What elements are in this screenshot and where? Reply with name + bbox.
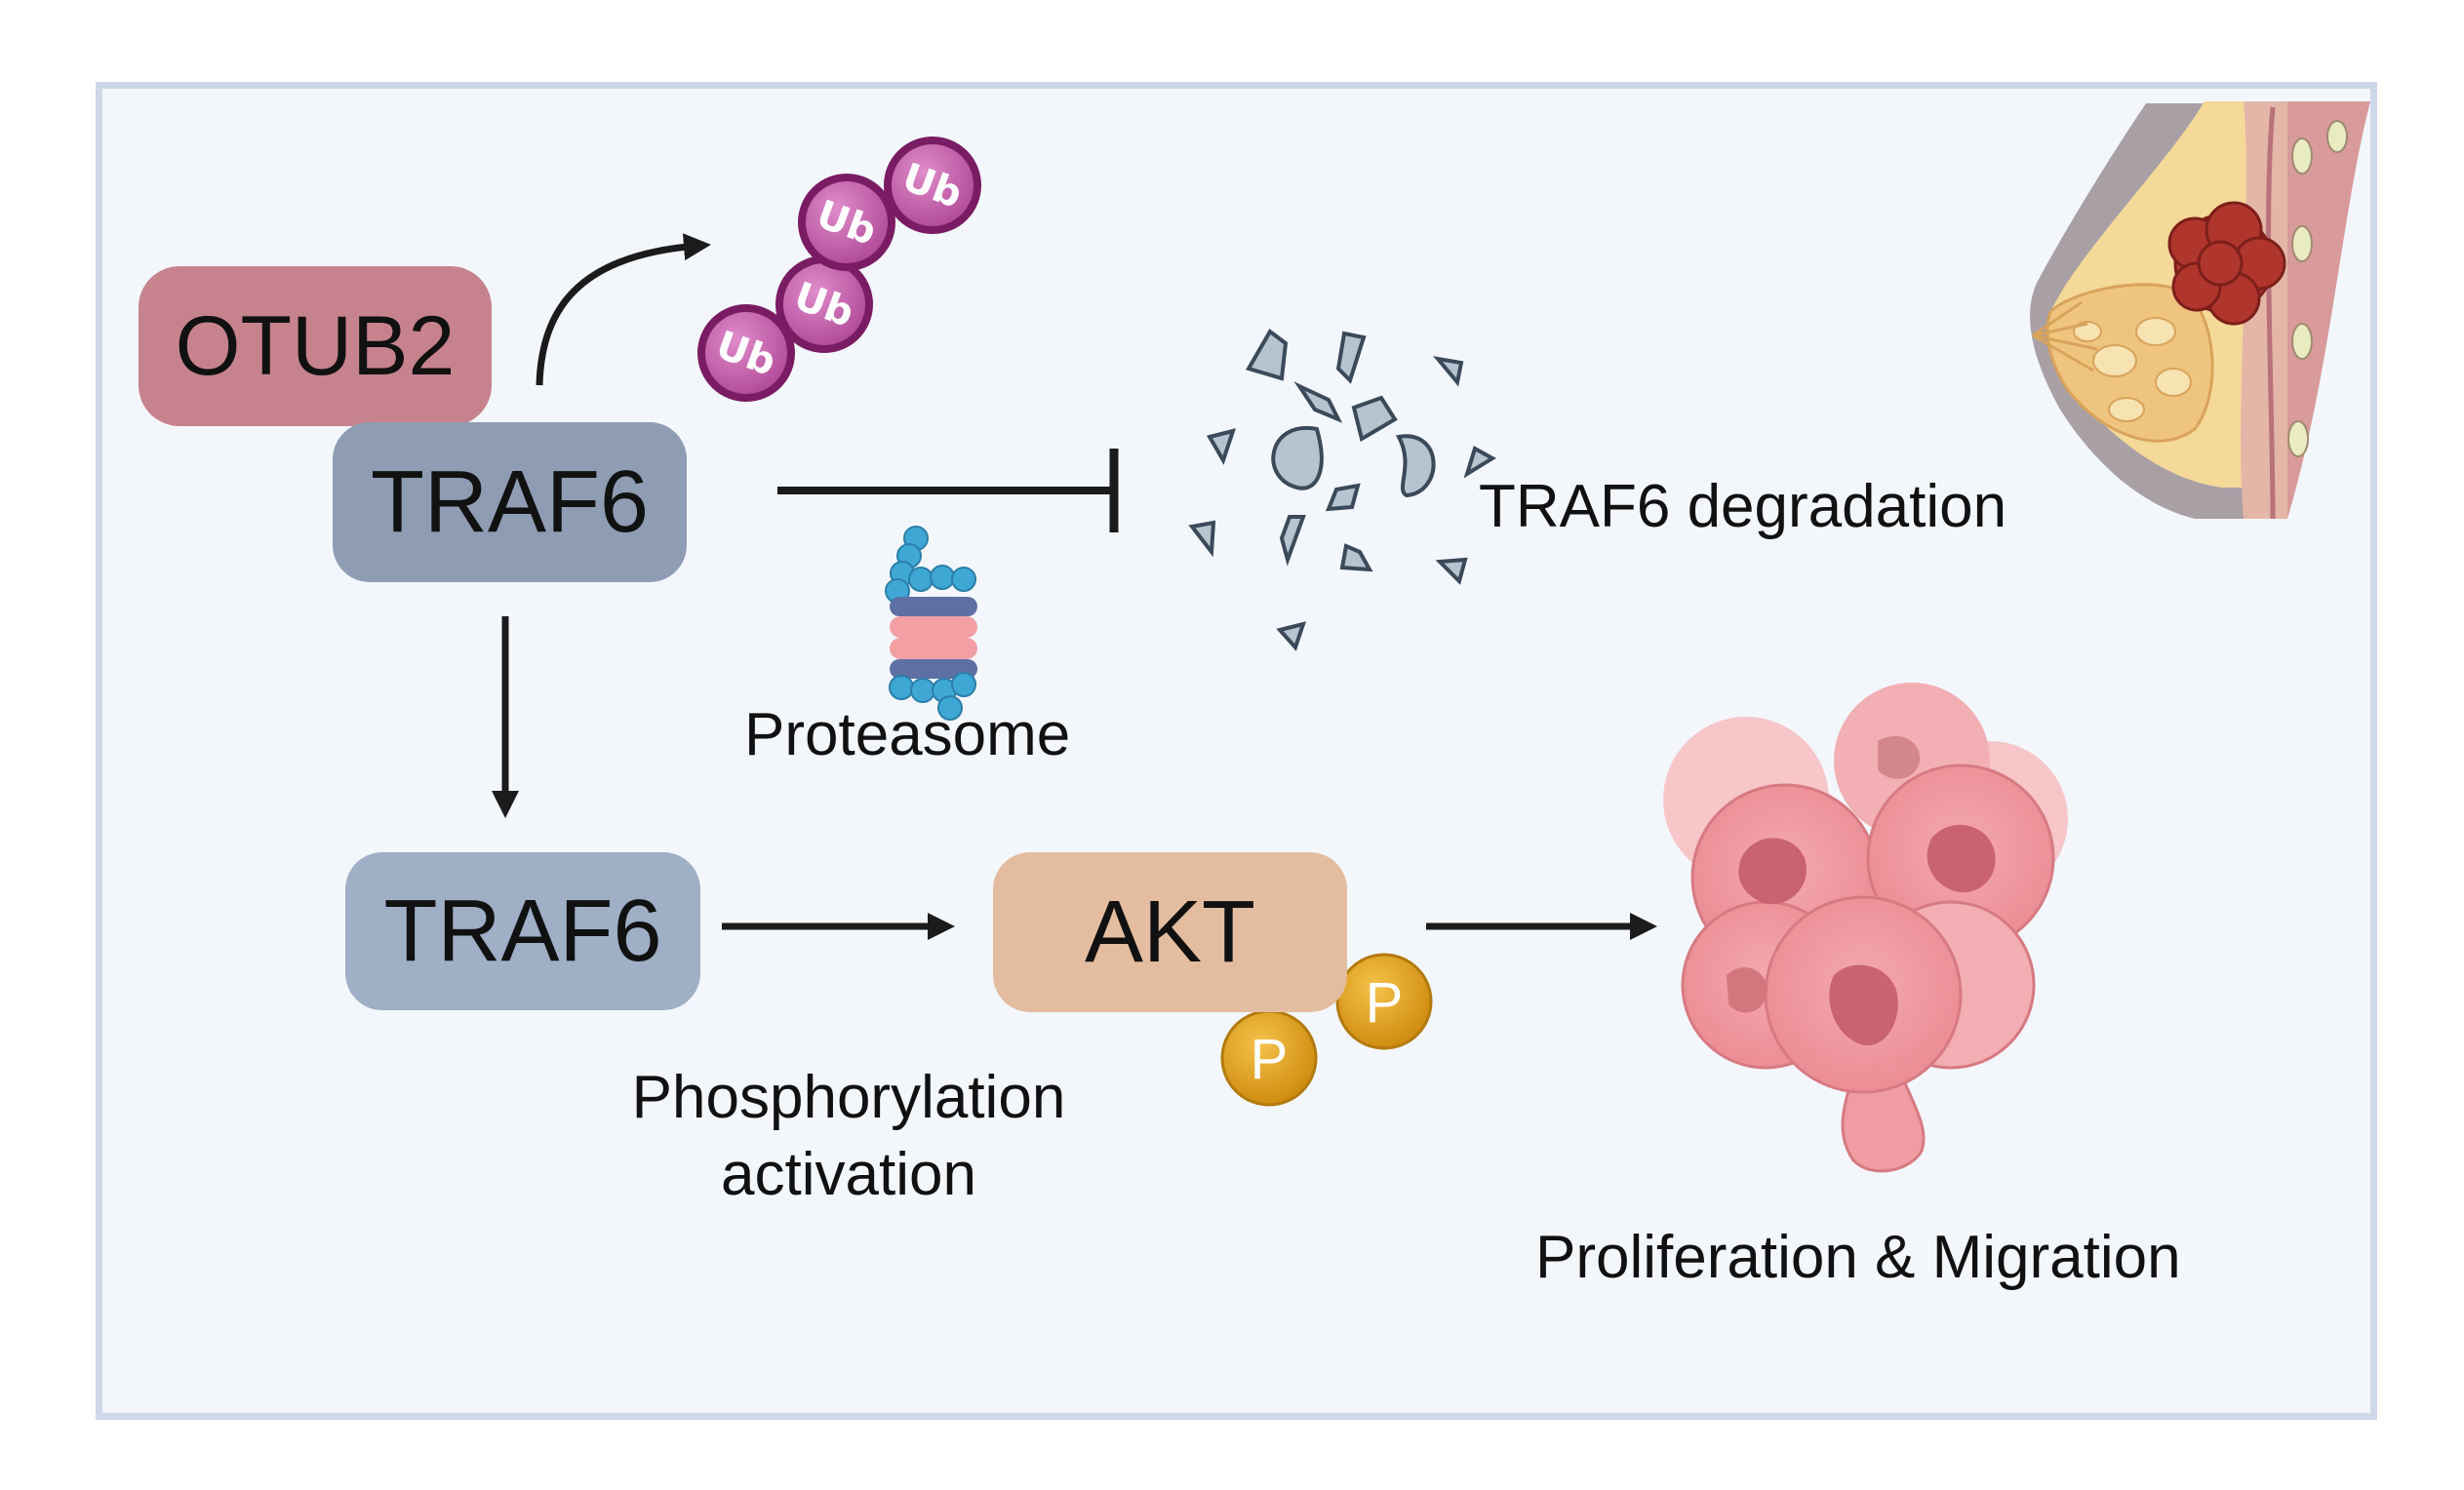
phosphorylation-line1: Phosphorylation: [631, 1064, 1066, 1131]
phosphate-icon: P: [1220, 1009, 1318, 1107]
cancer-cell-cluster-icon: [1663, 683, 2068, 1173]
phosphate-label: P: [1251, 1028, 1289, 1091]
ubiquitin-icon: Ub: [697, 304, 795, 402]
proteasome-label: Proteasome: [744, 701, 1071, 768]
outcome-label: Proliferation & Migration: [1535, 1224, 2181, 1291]
traf6-node-top: TRAF6: [333, 422, 687, 582]
inhibition-arrow: [777, 449, 1119, 532]
otub2-node: OTUB2: [139, 266, 492, 426]
phosphorylation-line2: activation: [721, 1141, 976, 1209]
ubiquitin-icon: Ub: [884, 137, 981, 234]
protein-fragments-icon: [1188, 329, 1496, 651]
phosphorylation-label: Phosphorylation activation: [605, 1059, 1093, 1214]
traf6-node-bottom: TRAF6: [345, 852, 700, 1010]
akt-node: AKT: [993, 852, 1347, 1012]
ubiquitin-icon: Ub: [775, 255, 873, 353]
degradation-label: TRAF6 degradation: [1479, 473, 2007, 540]
ubiquitin-icon: Ub: [798, 174, 895, 271]
breast-tumor-icon: [2030, 101, 2370, 520]
proteasome-icon: [885, 526, 977, 721]
ubiquitin-chain-icon: Ub Ub Ub Ub: [697, 137, 981, 402]
deubiquitination-arrow: [536, 233, 711, 386]
phosphate-label: P: [1366, 971, 1404, 1035]
phosphate-icon: P: [1335, 953, 1433, 1050]
